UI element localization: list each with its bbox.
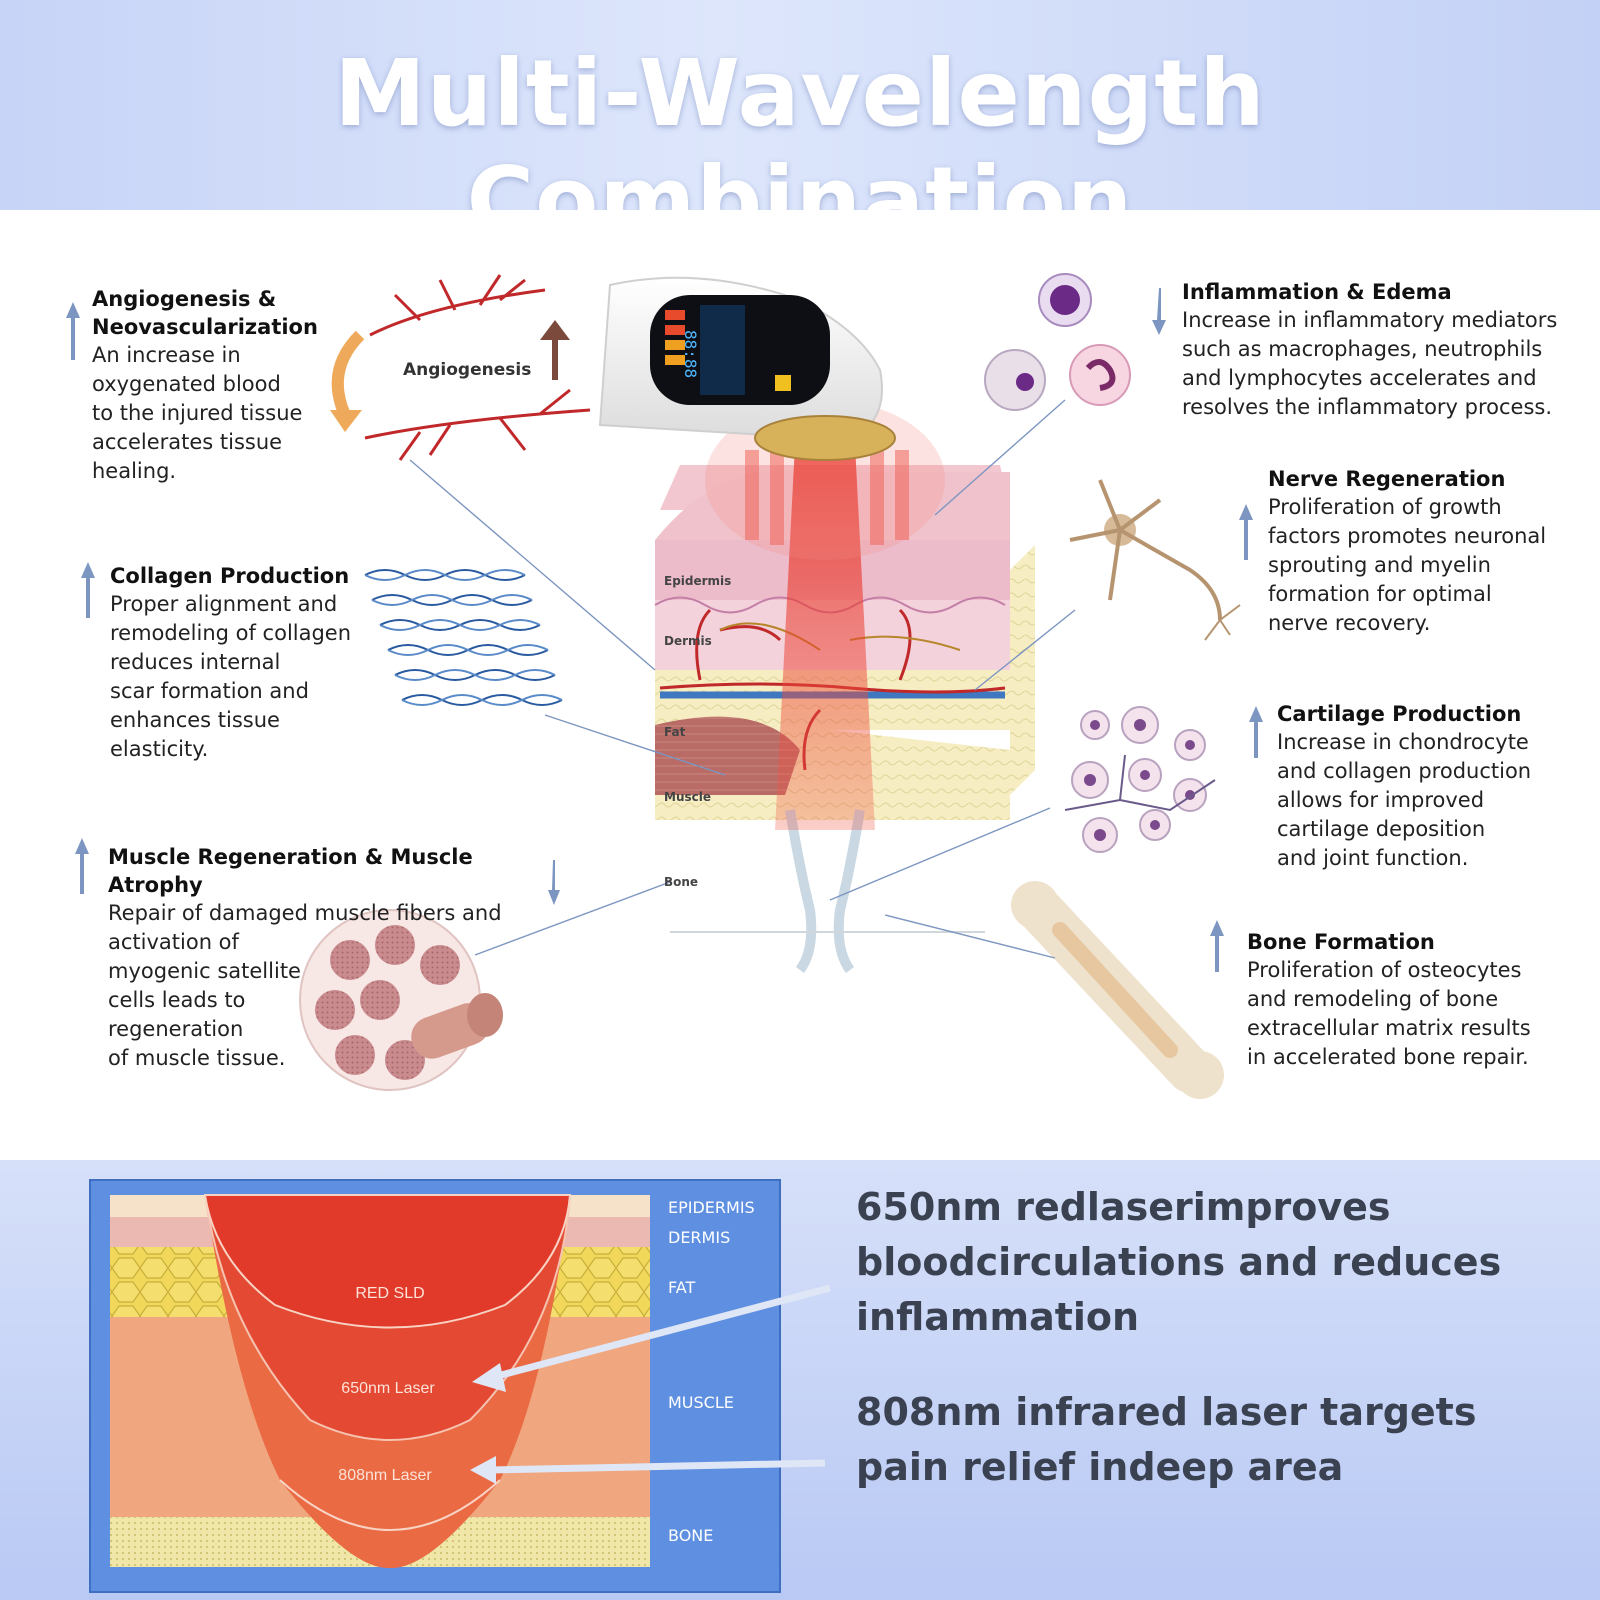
angiogenesis-vessels [330,274,591,461]
benefit-text: of muscle tissue. [108,1046,286,1070]
zone-650nm-laser: 650nm Laser [341,1380,435,1397]
claim-808nm: 808nm infrared laser targets pain relief… [856,1385,1576,1495]
wavelength-section: EPIDERMIS DERMIS FAT MUSCLE BONE RED SLD… [0,1160,1600,1600]
benefit-text: in accelerated bone repair. [1247,1045,1529,1069]
benefit-text: resolves the inflammatory process. [1182,395,1553,419]
layer-fat: FAT [668,1278,696,1297]
claim-line: 650nm redlaserimproves [856,1185,1391,1229]
immune-cells [984,273,1131,411]
device-display: 88:88 [681,330,700,379]
claim-line: 808nm infrared laser targets [856,1390,1477,1434]
benefit-bone: Bone Formation Proliferation of osteocyt… [1247,928,1587,1072]
benefit-angiogenesis: Angiogenesis & Neovascularization An inc… [92,285,362,486]
claim-650nm: 650nm redlaserimproves bloodcirculations… [856,1180,1576,1345]
up-arrow-icon [66,302,80,360]
layer-label-epidermis: Epidermis [664,574,732,588]
benefit-title: Cartilage Production [1277,702,1522,726]
pointer-lines [409,399,1076,959]
benefit-title: Nerve Regeneration [1268,467,1506,491]
benefit-text: regeneration [108,1017,244,1041]
benefit-text: Proliferation of osteocytes [1247,958,1522,982]
benefit-text: and lymphocytes accelerates and [1182,366,1537,390]
benefit-text: An increase in [92,343,241,367]
up-arrow-icon [81,562,95,618]
benefit-text: oxygenated blood [92,372,281,396]
penetration-diagram [89,1179,831,1593]
claim-line: inflammation [856,1295,1140,1339]
benefit-text: and joint function. [1277,846,1469,870]
angiogenesis-label: Angiogenesis [403,360,532,380]
bone-illustration [1011,881,1224,1099]
benefit-text: such as macrophages, neutrophils [1182,337,1543,361]
benefit-text: Proliferation of growth [1268,495,1502,519]
up-arrow-icon [1210,920,1224,972]
benefit-text: Increase in chondrocyte [1277,730,1529,754]
claim-line: bloodcirculations and reduces [856,1240,1502,1284]
benefit-title: Inflammation & Edema [1182,280,1452,304]
layer-label-muscle: Muscle [664,790,711,804]
benefit-text: to the injured tissue [92,401,303,425]
up-arrow-icon [1239,504,1253,560]
up-arrow-icon [1249,706,1263,758]
down-arrow-icon [548,860,560,905]
collagen-helix [364,569,563,706]
benefit-title: Muscle Regeneration & Muscle Atrophy [108,845,473,897]
layer-label-bone: Bone [664,875,699,889]
diagram-illustration [66,273,1263,1099]
claim-line: pain relief indeep area [856,1445,1344,1489]
benefit-text: Proper alignment and [110,592,338,616]
layer-bone: BONE [668,1526,714,1545]
benefit-text: Increase in inflammatory mediators [1182,308,1558,332]
benefit-text: elasticity. [110,737,209,761]
benefit-text: nerve recovery. [1268,611,1431,635]
benefit-collagen: Collagen Production Proper alignment and… [110,562,380,764]
benefit-text: cells leads to [108,988,246,1012]
indicator-arrows [66,288,1263,972]
layer-dermis: DERMIS [668,1228,731,1247]
benefit-title: Collagen Production [110,564,350,588]
benefit-cartilage: Cartilage Production Increase in chondro… [1277,700,1587,873]
zone-red-sld: RED SLD [355,1285,425,1302]
benefit-inflammation: Inflammation & Edema Increase in inflamm… [1182,278,1582,422]
benefit-nerve: Nerve Regeneration Proliferation of grow… [1268,465,1588,638]
benefit-text: enhances tissue [110,708,280,732]
benefit-text: allows for improved [1277,788,1485,812]
benefit-title: Angiogenesis & [92,287,277,311]
layer-label-dermis: Dermis [664,634,712,648]
benefit-text: and remodeling of bone [1247,987,1499,1011]
benefit-title: Bone Formation [1247,930,1435,954]
neuron-illustration [1069,479,1241,641]
benefit-text: factors promotes neuronal [1268,524,1547,548]
benefit-text: activation of [108,930,239,954]
benefit-text: scar formation and [110,679,309,703]
muscle-bundle-illustration [299,909,503,1091]
up-arrow-icon [75,838,89,894]
benefit-text: formation for optimal [1268,582,1492,606]
benefit-title: Neovascularization [92,315,318,339]
benefit-text: reduces internal [110,650,281,674]
header-banner: Multi-Wavelength Combination [0,0,1600,254]
benefit-text: Repair of damaged muscle fibers and [108,901,502,925]
page-title: Multi-Wavelength Combination [334,40,1266,254]
benefit-text: extracellular matrix results [1247,1016,1531,1040]
laser-device [598,276,896,461]
benefit-text: healing. [92,459,177,483]
benefit-text: remodeling of collagen [110,621,352,645]
benefit-text: sprouting and myelin [1268,553,1491,577]
benefit-text: myogenic satellite [108,959,301,983]
layer-epidermis: EPIDERMIS [668,1198,755,1217]
down-arrow-icon [1152,288,1166,335]
therapy-diagram: Angiogenesis 88:88 Epidermis Dermis Fat … [0,210,1600,1160]
zone-808nm-laser: 808nm Laser [338,1467,432,1484]
cartilage-cells [1064,706,1216,853]
benefit-text: and collagen production [1277,759,1532,783]
benefit-muscle: Muscle Regeneration & Muscle Atrophy Rep… [108,843,548,1073]
benefit-text: cartilage deposition [1277,817,1486,841]
benefit-text: accelerates tissue [92,430,283,454]
layer-muscle: MUSCLE [668,1393,734,1412]
layer-label-fat: Fat [664,725,686,739]
